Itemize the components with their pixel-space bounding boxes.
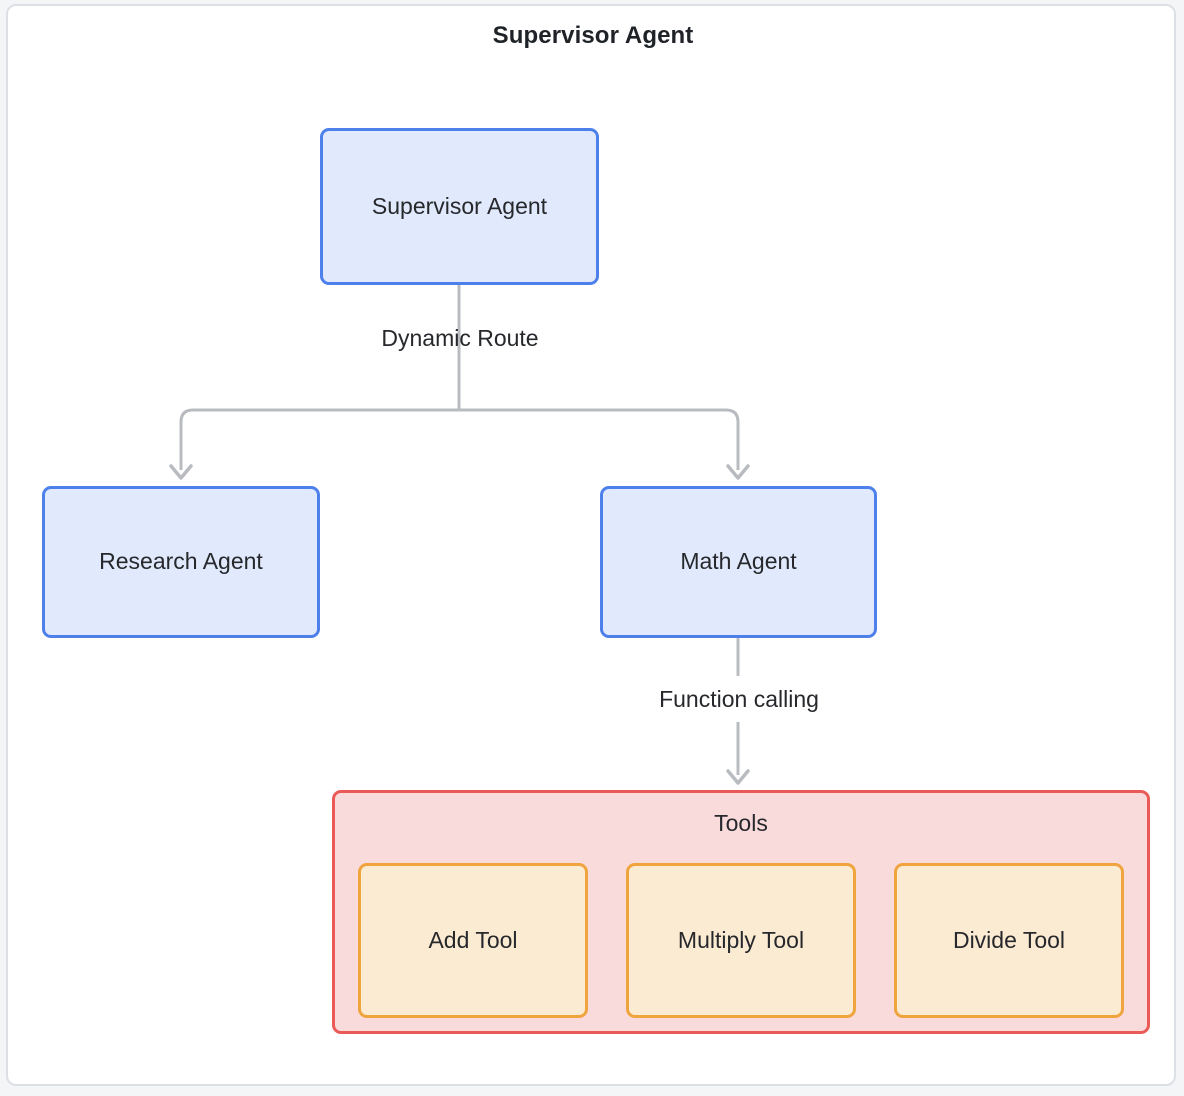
node-multiply-tool-label: Multiply Tool bbox=[677, 926, 805, 953]
node-research-agent[interactable]: Research Agent bbox=[42, 486, 320, 638]
node-math-agent[interactable]: Math Agent bbox=[600, 486, 877, 638]
edge-label-dynamic-route: Dynamic Route bbox=[381, 325, 539, 351]
node-add-tool[interactable]: Add Tool bbox=[358, 863, 588, 1018]
node-supervisor-agent[interactable]: Supervisor Agent bbox=[320, 128, 599, 285]
tools-group: Tools Add Tool Multiply Tool Divide Tool bbox=[332, 790, 1150, 1034]
node-divide-tool[interactable]: Divide Tool bbox=[894, 863, 1124, 1018]
node-multiply-tool[interactable]: Multiply Tool bbox=[626, 863, 856, 1018]
node-research-agent-label: Research Agent bbox=[99, 548, 263, 575]
edge-label-function-calling: Function calling bbox=[659, 686, 819, 712]
frame-title: Supervisor Agent bbox=[492, 22, 694, 49]
node-add-tool-label: Add Tool bbox=[428, 926, 518, 953]
tools-group-title: Tools bbox=[714, 810, 768, 836]
node-divide-tool-label: Divide Tool bbox=[952, 926, 1066, 953]
tools-row: Add Tool Multiply Tool Divide Tool bbox=[335, 863, 1147, 1023]
node-supervisor-agent-label: Supervisor Agent bbox=[371, 192, 548, 219]
node-math-agent-label: Math Agent bbox=[680, 548, 797, 575]
